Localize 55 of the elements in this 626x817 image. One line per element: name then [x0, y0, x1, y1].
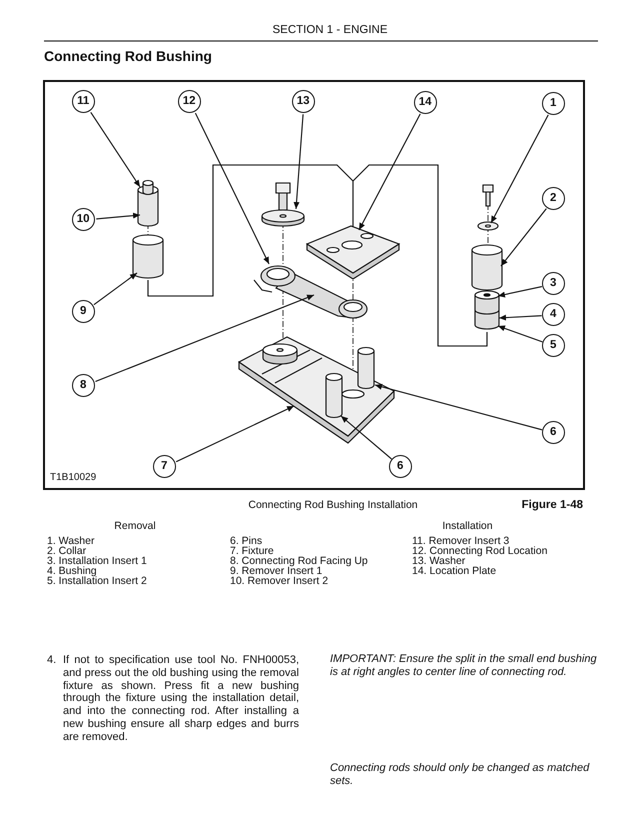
callout-number: 7: [152, 454, 176, 478]
leader-line: [498, 314, 542, 321]
callout-number: 9: [72, 300, 95, 323]
instruction-paragraph: If not to specification use tool No. FNH00053, and press out the old bushing using the removal fixture as shown. Press fit a new bushing through the fixture using the installation detail, and into the connecting rod. After installing a new bushing ensure all sharp edges and burrs are removed.: [63, 654, 299, 744]
callout-number: 6: [388, 454, 412, 478]
legend-item: 1. Washer: [47, 536, 94, 546]
legend-item: 6. Pins: [230, 536, 262, 546]
leader-line: [490, 114, 549, 224]
legend-item: 8. Connecting Rod Facing Up: [230, 556, 368, 566]
callout-number: 13: [292, 90, 315, 113]
callout-number: 5: [542, 334, 565, 357]
legend-item: 7. Fixture: [230, 546, 274, 556]
figure-caption: Connecting Rod Bushing Installation: [247, 499, 419, 511]
legend-item: 9. Remover Insert 1: [230, 566, 322, 576]
important-note: IMPORTANT: Ensure the split in the small end bushing is at right angles to center line of connecting rod.: [330, 653, 598, 679]
section-title: Connecting Rod Bushing: [44, 48, 212, 64]
leader-line: [498, 325, 543, 342]
legend-item: 5. Installation Insert 2: [47, 576, 147, 586]
callout-number: 6: [542, 420, 565, 444]
callout-number: 4: [542, 302, 565, 326]
callout-number: 12: [178, 90, 201, 113]
note-text: Connecting rods should only be changed as matched sets.: [330, 762, 590, 788]
list-heading: Removal: [113, 521, 157, 531]
callout-number: 10: [72, 208, 95, 231]
step-number: 4.: [47, 654, 56, 667]
list-heading: Installation: [441, 521, 494, 531]
legend-item: 13. Washer: [412, 556, 466, 566]
legend-item: 10. Remover Insert 2: [230, 576, 328, 586]
callout-number: 2: [542, 186, 565, 210]
leader-line: [340, 416, 392, 460]
page-header: SECTION 1 - ENGINE: [271, 24, 389, 37]
legend-item: 4. Bushing: [47, 566, 97, 576]
legend-item: 2. Collar: [47, 546, 86, 556]
legend-item: 14. Location Plate: [412, 566, 496, 576]
callout-number: 8: [72, 374, 95, 397]
figure-code: T1B10029: [50, 472, 96, 484]
leader-line: [194, 112, 270, 264]
leader-line: [294, 114, 304, 210]
callout-number: 3: [542, 272, 565, 295]
leader-line: [358, 114, 421, 230]
legend-item: 12. Connecting Rod Location: [412, 546, 548, 556]
leader-line: [95, 294, 314, 382]
leader-line: [96, 212, 140, 220]
callout-number: 1: [542, 92, 565, 115]
leader-line: [500, 208, 547, 266]
leader-line: [176, 406, 294, 462]
callout-number: 14: [414, 90, 437, 114]
leader-line: [94, 272, 138, 306]
figure-number: Figure 1-48: [520, 498, 583, 512]
leader-line: [90, 112, 140, 188]
callout-number: 11: [72, 90, 95, 113]
leader-line: [498, 286, 542, 298]
legend-item: 3. Installation Insert 1: [47, 556, 147, 566]
leader-line: [374, 384, 542, 430]
legend-item: 11. Remover Insert 3: [412, 536, 510, 546]
